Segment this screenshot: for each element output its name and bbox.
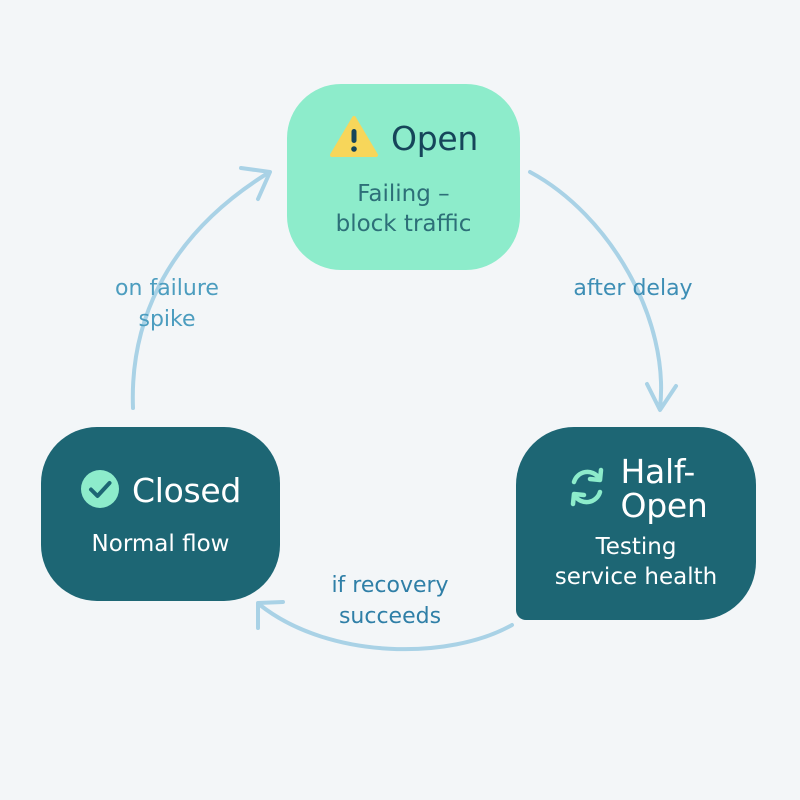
transition-label-if-recovery: if recovery succeeds <box>300 571 480 633</box>
state-half-open-description: Testing service health <box>555 532 718 593</box>
state-open-header: Open <box>329 115 478 163</box>
state-half-open: Half- Open Testing service health <box>516 427 756 620</box>
transition-label-on-failure-line1: on failure <box>115 276 219 301</box>
state-open: Open Failing – block traffic <box>287 84 520 270</box>
warning-icon <box>329 115 379 163</box>
state-closed-header: Closed <box>80 469 241 513</box>
state-open-description: Failing – block traffic <box>336 179 472 240</box>
check-circle-icon <box>80 469 120 513</box>
state-closed-title: Closed <box>131 471 242 511</box>
state-closed-description: Normal flow <box>91 530 230 557</box>
transition-label-if-recovery-line1: if recovery <box>331 573 449 598</box>
transition-label-after-delay: after delay <box>573 276 693 301</box>
transition-label-if-recovery-line2: succeeds <box>338 603 442 629</box>
arrow-half-open-to-closed <box>256 600 514 652</box>
arrow-open-to-half-open <box>528 170 678 412</box>
refresh-icon <box>565 465 609 513</box>
state-half-open-description-line2: service health <box>554 564 718 591</box>
state-closed: Closed Normal flow <box>41 427 280 601</box>
state-half-open-title: Half- Open <box>620 451 708 526</box>
state-open-description-line2: block traffic <box>335 211 472 237</box>
state-half-open-title-line2: Open <box>620 486 708 526</box>
state-open-title: Open <box>391 119 478 159</box>
state-half-open-description-line1: Testing <box>595 533 677 560</box>
transition-label-on-failure-line2: spike <box>138 306 196 332</box>
state-half-open-title-line1: Half- <box>620 451 696 491</box>
state-half-open-header: Half- Open <box>565 451 708 526</box>
state-open-description-line1: Failing – <box>357 180 450 207</box>
transition-label-on-failure: on failure spike <box>92 274 242 336</box>
arrow-closed-to-open <box>130 166 272 410</box>
